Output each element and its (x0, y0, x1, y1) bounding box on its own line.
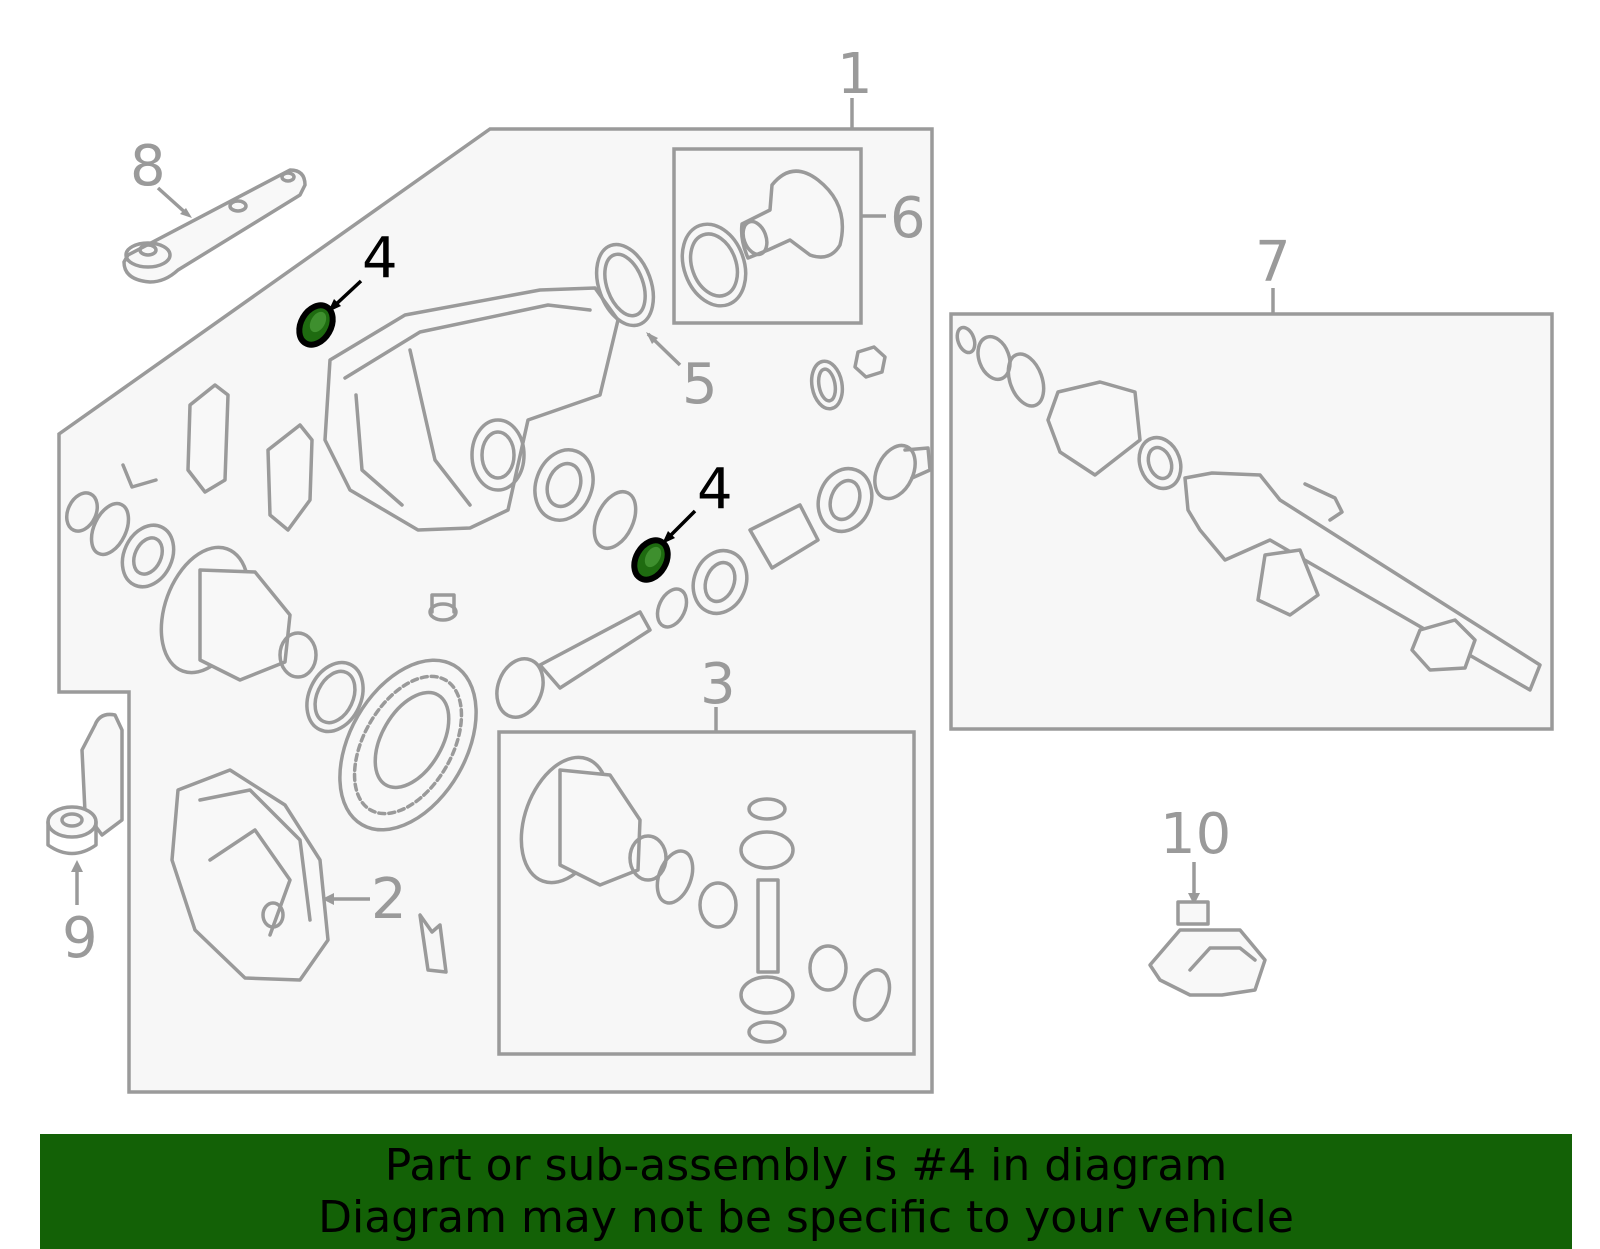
banner-line-1: Part or sub-assembly is #4 in diagram (384, 1139, 1228, 1191)
arrow-5 (646, 332, 658, 344)
part-3-differential-internals (519, 755, 892, 1044)
pinion-bearings (533, 443, 932, 616)
part-10-bracket (1148, 900, 1267, 997)
part-4-seal-upper (296, 302, 336, 348)
part-2-cover (170, 768, 330, 982)
carrier-housing (323, 286, 620, 532)
leader-8 (156, 186, 190, 217)
part-5-seal (594, 242, 656, 328)
part-9-mount (46, 712, 124, 856)
callout-2: 2 (371, 867, 407, 932)
callout-4-lower: 4 (697, 457, 733, 522)
part-8-mount (122, 168, 307, 284)
arrow-2 (322, 893, 334, 905)
bearing-caps (121, 383, 314, 532)
drain-plug (428, 593, 458, 622)
ring-gear (338, 658, 478, 832)
callout-10: 10 (1160, 802, 1231, 867)
banner-line-2: Diagram may not be specific to your vehi… (318, 1191, 1294, 1243)
callout-4-upper: 4 (362, 226, 398, 291)
part-6-flange (680, 169, 845, 308)
clip (418, 913, 448, 974)
pinion-gear (495, 587, 689, 719)
arrow-9 (71, 860, 83, 872)
left-seal-bearing (65, 491, 176, 589)
arrow-4b (662, 531, 675, 544)
callout-3: 3 (700, 652, 736, 717)
part-4-seal-lower (631, 537, 671, 583)
info-banner: Part or sub-assembly is #4 in diagram Di… (40, 1134, 1572, 1249)
callout-8: 8 (130, 134, 166, 199)
callout-1: 1 (837, 42, 873, 107)
callout-7: 7 (1255, 230, 1291, 295)
callout-5: 5 (682, 352, 718, 417)
arrow-10 (1188, 893, 1200, 905)
callout-6: 6 (890, 186, 926, 251)
callout-9: 9 (62, 906, 98, 971)
arrow-8 (180, 208, 192, 218)
washer-nut (809, 345, 887, 411)
differential-case (159, 545, 365, 734)
part-7-axle-shaft (955, 325, 1542, 692)
